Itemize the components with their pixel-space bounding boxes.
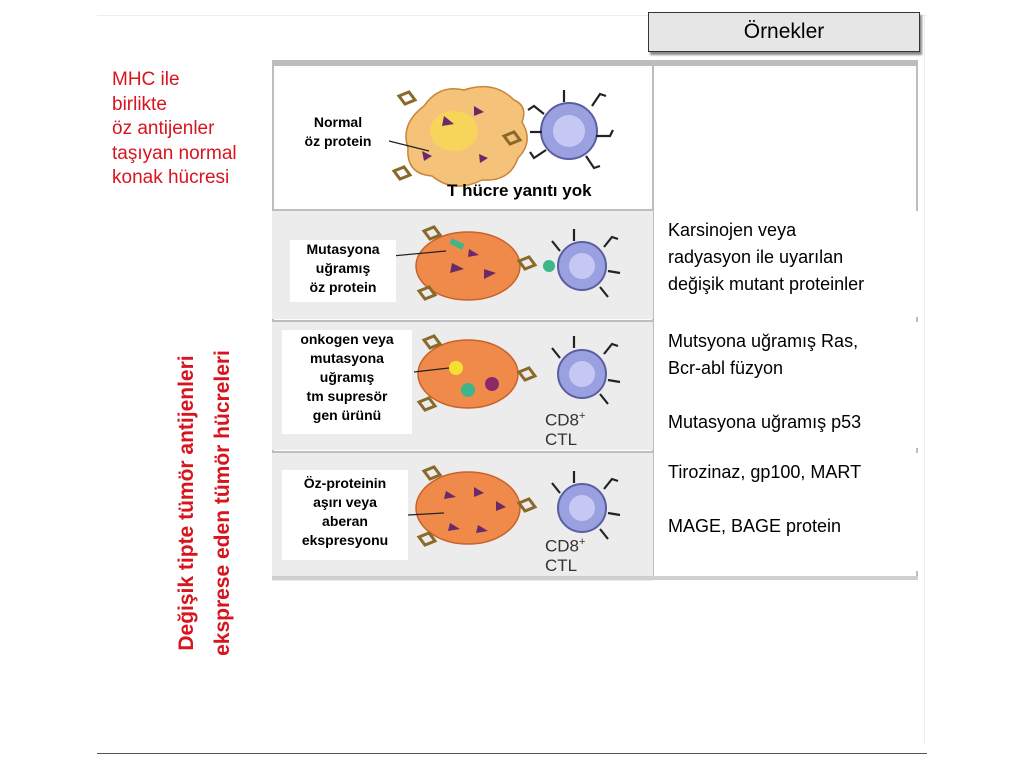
row2-label: Mutasyona uğramış öz protein bbox=[290, 240, 396, 302]
normal-cell-icon bbox=[405, 85, 528, 187]
grid-line-middle bbox=[652, 60, 654, 580]
examples-header: Örnekler bbox=[648, 12, 920, 52]
row3-label: onkogen veya mutasyona uğramış tm supres… bbox=[282, 330, 412, 434]
tumor-cell-icon bbox=[415, 471, 521, 545]
mhc-receptor-icon bbox=[416, 225, 538, 301]
top-rule bbox=[97, 15, 927, 16]
row4-examples-cell: Tirozinaz, gp100, MART MAGE, BAGE protei… bbox=[655, 453, 918, 571]
row2-cells-diagram bbox=[391, 225, 621, 301]
row3-cells-diagram bbox=[413, 334, 621, 412]
row4-cells-diagram bbox=[407, 465, 621, 547]
tumor-cell-icon bbox=[415, 231, 521, 301]
no-t-cell-response: T hücre yanıtı yok bbox=[447, 181, 592, 200]
row1-cells-diagram bbox=[388, 85, 614, 187]
vertical-title: Değişik tipte tümör antijenleri eksprese… bbox=[175, 350, 234, 656]
mhc-receptor-icon bbox=[391, 90, 523, 181]
t-cell-icon bbox=[551, 471, 621, 540]
row2-examples-cell: Karsinojen veya radyasyon ile uyarılan d… bbox=[655, 211, 918, 317]
grid-line-top bbox=[272, 60, 918, 66]
row4-label: Öz-proteinin aşırı veya aberan ekspresyo… bbox=[282, 470, 408, 560]
antigen-icon bbox=[449, 238, 555, 272]
mhc-receptor-icon bbox=[416, 465, 538, 547]
right-rule bbox=[924, 15, 925, 745]
mhc-receptor-icon bbox=[416, 334, 538, 412]
row3-ctl-label: CD8+CTL bbox=[545, 410, 586, 449]
t-cell-icon bbox=[551, 336, 621, 405]
tumor-cell-icon bbox=[417, 339, 519, 409]
t-cell-icon bbox=[527, 90, 614, 170]
row3-examples-cell: Mutsyona uğramış Ras, Bcr-abl füzyon Mut… bbox=[655, 322, 918, 448]
side-note: MHC ile birlikte öz antijenler taşıyan n… bbox=[112, 69, 237, 188]
bottom-rule bbox=[97, 753, 927, 754]
row4-ctl-label: CD8+CTL bbox=[545, 536, 586, 575]
row1-examples-cell bbox=[655, 66, 916, 209]
t-cell-icon bbox=[551, 229, 621, 298]
row1-label: Normal öz protein bbox=[293, 113, 383, 151]
grid-line-right bbox=[916, 60, 918, 580]
grid-line-bottom bbox=[272, 576, 918, 580]
